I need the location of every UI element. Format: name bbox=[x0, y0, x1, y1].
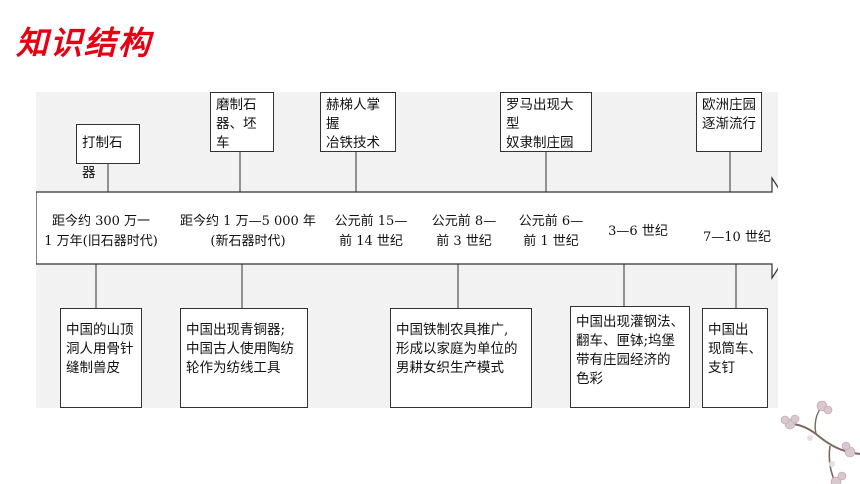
era-label-2: 距今约 1 万—5 000 年 (新石器时代) bbox=[180, 214, 316, 249]
bottom-box-2: 中国出现青铜器; 中国古人使用陶纺 轮作为纺线工具 bbox=[180, 308, 308, 408]
top-box-5: 欧洲庄园 逐渐流行 bbox=[696, 92, 762, 152]
bottom-box-3: 中国铁制农具推广, 形成以家庭为单位的 男耕女织生产模式 bbox=[390, 308, 532, 408]
timeline-arrow bbox=[36, 175, 778, 281]
era-label-7: 7—10 世纪 bbox=[703, 230, 771, 245]
top-box-2: 磨制石 器、坯车 bbox=[210, 92, 274, 152]
slide-title: 知识结构 bbox=[16, 24, 153, 62]
timeline-diagram: 打制石器 磨制石 器、坯车 赫梯人掌握 冶铁技术 罗马出现大型 奴隶制庄园 欧洲… bbox=[36, 92, 778, 408]
bottom-box-1: 中国的山顶 洞人用骨针 缝制兽皮 bbox=[60, 308, 142, 408]
top-box-3: 赫梯人掌握 冶铁技术 bbox=[320, 92, 396, 152]
era-label-1: 距今约 300 万一 1 万年(旧石器时代) bbox=[44, 214, 158, 249]
plum-blossom-decoration bbox=[780, 400, 860, 484]
timeline-arrow-svg bbox=[36, 152, 778, 308]
era-label-3: 公元前 15— 前 14 世纪 bbox=[334, 214, 408, 249]
era-label-6: 3—6 世纪 bbox=[608, 224, 668, 239]
bottom-box-5: 中国出 现筒车、 支钉 bbox=[702, 308, 768, 408]
top-box-4: 罗马出现大型 奴隶制庄园 bbox=[500, 92, 592, 152]
era-label-5: 公元前 6— 前 1 世纪 bbox=[518, 214, 584, 249]
top-box-1: 打制石器 bbox=[76, 124, 140, 181]
era-label-4: 公元前 8— 前 3 世纪 bbox=[431, 214, 497, 249]
bottom-box-4: 中国出现灌钢法、 翻车、匣钵;坞堡 带有庄园经济的 色彩 bbox=[570, 306, 690, 408]
